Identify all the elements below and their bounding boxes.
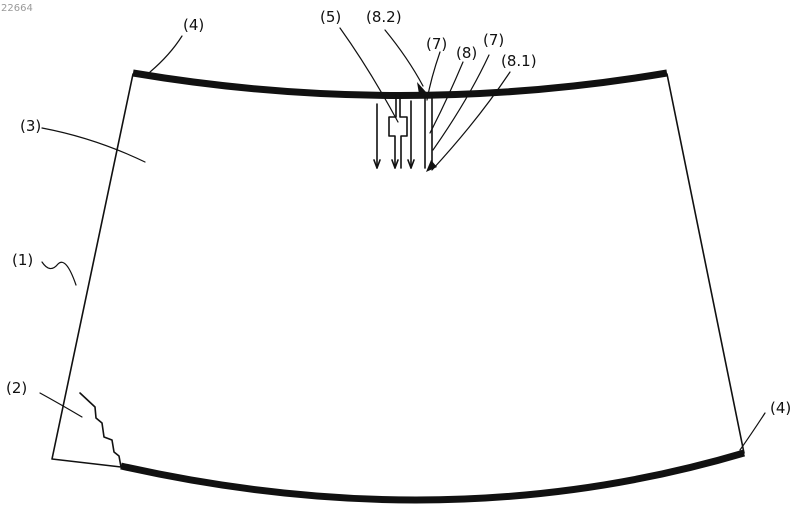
label-top-edge: (4): [183, 16, 204, 34]
bottom-edge-band: [121, 453, 744, 500]
leader-element-sub-2: [385, 30, 423, 86]
leader-bottom-edge: [740, 413, 765, 450]
label-corner-region: (2): [6, 379, 27, 397]
leader-windshield: [42, 262, 76, 285]
label-strip-left: (7): [426, 35, 447, 53]
windshield-right-edge: [667, 74, 744, 453]
label-element-sub-2: (8.2): [366, 8, 402, 26]
leader-strip-right: [433, 55, 489, 150]
leader-conductor: [340, 28, 398, 122]
label-element-sub-1: (8.1): [501, 52, 537, 70]
label-windshield: (1): [12, 251, 33, 269]
conductor-assembly: [374, 95, 432, 168]
label-element: (8): [456, 44, 477, 62]
conductor-center-shape: [389, 95, 407, 168]
leader-element-sub-1: [432, 72, 510, 170]
leader-top-edge: [150, 36, 182, 72]
label-pane-surface: (3): [20, 117, 41, 135]
figure-id: 22664: [1, 3, 33, 14]
conductor-feet: [374, 160, 414, 168]
top-edge-band: [133, 73, 667, 96]
leader-pane-surface: [42, 128, 145, 162]
label-strip-right: (7): [483, 31, 504, 49]
corner-region-boundary: [80, 393, 121, 467]
label-conductor: (5): [320, 8, 341, 26]
label-bottom-edge: (4): [770, 399, 791, 417]
